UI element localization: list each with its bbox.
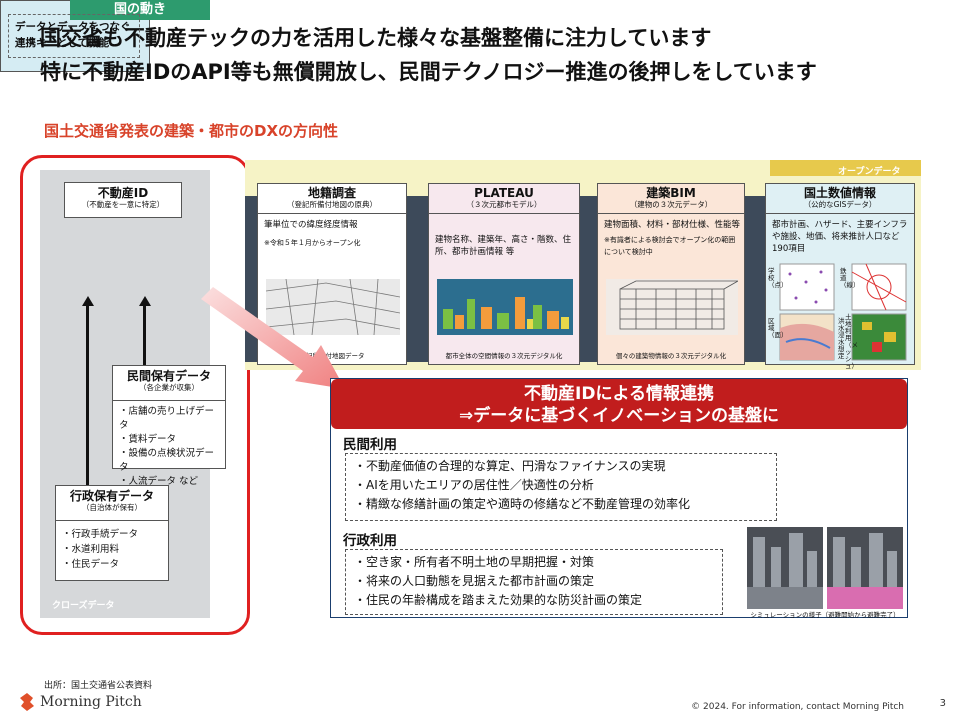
list-item: ・賃料データ	[119, 434, 177, 445]
arrow-gyosei-up	[86, 305, 89, 485]
bim-body: 建物面積、材料・部材仕様、性能等 ※有識者による検討会でオープン化の範囲について…	[604, 219, 740, 258]
chiseki-body: 筆単位での緯度経度情報 ※令和５年１月からオープン化	[264, 219, 402, 249]
minkan-data-title: 民間保有データ	[126, 369, 211, 383]
gyosei-data-list: ・行政手続データ ・水道利用料 ・住民データ	[55, 521, 169, 581]
result-header: 不動産IDによる情報連携 ⇒データに基づくイノベーションの基盤に	[331, 379, 907, 429]
result-header-line1: 不動産IDによる情報連携	[524, 384, 714, 404]
minkan-data-sub: （各企業が収集）	[139, 383, 199, 392]
chiseki-card: 地籍調査 （登記所備付地図の原典） 筆単位での緯度経度情報 ※令和５年１月からオ…	[257, 183, 407, 365]
fudosan-id-sub: （不動産を一意に特定）	[81, 200, 165, 209]
arrow-minkan-head	[138, 296, 151, 306]
plateau-card: PLATEAU （３次元都市モデル） 建物名称、建築年、高さ・階数、住所、都市計…	[428, 183, 580, 365]
kokudo-map-label-4: 洪水浸水想定	[838, 317, 845, 360]
bim-connector	[580, 196, 597, 362]
arrow-minkan-up	[143, 305, 146, 365]
link-key-line1: データとデータをつなぐ	[15, 21, 131, 33]
list-item: ・水道利用料	[62, 544, 120, 555]
gyosei-data-title: 行政保有データ	[69, 489, 154, 503]
section-tag: 国の動き	[70, 0, 210, 20]
bim-caption: 個々の建築物情報の３次元デジタル化	[615, 352, 727, 360]
link-key-text: データとデータをつなぐ 連携キーとして機能	[8, 14, 140, 58]
gyosei-use-title: 行政利用	[343, 533, 397, 549]
kokudo-title: 国土数値情報	[803, 186, 876, 200]
source-note: 出所：国土交通省公表資料	[44, 681, 153, 691]
gyosei-data-sub: （自治体が保有）	[82, 503, 142, 512]
list-item: ・AIを用いたエリアの居住性／快適性の分析	[354, 478, 594, 492]
gyosei-use-list: ・空き家・所有者不明土地の早期把握・対策 ・将来の人口動態を見据えた都市計画の策…	[345, 549, 723, 615]
minkan-use-title: 民間利用	[343, 437, 397, 453]
evacuation-simulation-image	[747, 527, 903, 609]
list-item: ・行政手続データ	[62, 529, 139, 540]
pink-link-arrow	[201, 287, 345, 389]
gyosei-data-box: 行政保有データ （自治体が保有）	[55, 485, 169, 521]
plateau-title: PLATEAU	[474, 186, 534, 200]
open-data-band	[770, 160, 921, 176]
list-item: ・設備の点検状況データ	[119, 448, 215, 473]
bim-card-header: 建築BIM （建物の３次元データ）	[598, 184, 744, 214]
gis-maps-image	[779, 263, 907, 361]
minkan-data-box: 民間保有データ （各企業が収集）	[112, 365, 226, 401]
city-model-image	[437, 279, 573, 335]
headline-line2: 特に不動産IDのAPI等も無償開放し、民間テクノロジー推進の後押しをしています	[40, 60, 817, 84]
chiseki-card-header: 地籍調査 （登記所備付地図の原典）	[258, 184, 406, 214]
plateau-caption: 都市全体の空間情報の３次元デジタル化	[445, 352, 563, 360]
kokudo-card: 国土数値情報 （公的なGISデータ） 都市計画、ハザード、主要インフラや施設、地…	[765, 183, 915, 370]
chiseki-sub: （登記所備付地図の原典）	[287, 200, 377, 209]
chiseki-body-text: 筆単位での緯度経度情報	[264, 220, 358, 230]
bim-title: 建築BIM	[646, 186, 696, 200]
simulation-caption: シミュレーションの様子（避難開始から避難完了）	[750, 611, 900, 619]
list-item: ・店舗の売り上げデータ	[119, 406, 215, 431]
morning-pitch-logo-icon	[20, 693, 34, 711]
cadastral-map-image	[266, 279, 400, 335]
closed-data-label: クローズデータ	[52, 601, 115, 611]
kokudo-sub: （公的なGISデータ）	[803, 200, 877, 209]
chiseki-title: 地籍調査	[307, 186, 356, 200]
minkan-data-list: ・店舗の売り上げデータ ・賃料データ ・設備の点検状況データ ・人流データ など	[112, 401, 226, 487]
fudosan-id-title: 不動産ID	[97, 186, 149, 200]
minkan-use-list: ・不動産価値の合理的な算定、円滑なファイナンスの実現 ・AIを用いたエリアの居住…	[345, 453, 777, 521]
list-item: ・空き家・所有者不明土地の早期把握・対策	[354, 555, 595, 569]
headline-line1: 国交省も不動産テックの力を活用した様々な基盤整備に注力しています	[40, 26, 712, 50]
fudosan-id-box: 不動産ID （不動産を一意に特定）	[64, 182, 182, 218]
arrow-gyosei-head	[81, 296, 94, 306]
chiseki-caption: 登記所備付地図データ	[299, 352, 365, 360]
building-bim-image	[606, 279, 738, 335]
kokudo-map-label-1: 学校（点）	[768, 267, 788, 289]
list-item: ・住民データ	[62, 559, 120, 570]
kokudo-map-label-5: 土地利用（メッシュ）	[845, 313, 858, 370]
list-item: ・人流データ など	[119, 476, 199, 487]
bim-body-text: 建物面積、材料・部材仕様、性能等	[604, 220, 741, 230]
list-item: ・精緻な修繕計画の策定や適時の修繕など不動産管理の効率化	[354, 497, 691, 511]
link-key-box: データとデータをつなぐ 連携キーとして機能	[0, 0, 150, 72]
plateau-body: 建物名称、建築年、高さ・階数、住所、都市計画情報 等	[435, 235, 572, 257]
link-key-line2: 連携キーとして機能	[15, 37, 110, 49]
page-number: 3	[939, 698, 946, 709]
kokudo-card-header: 国土数値情報 （公的なGISデータ）	[766, 184, 914, 214]
plateau-connector	[407, 196, 428, 362]
company-logo: Morning Pitch	[18, 692, 142, 712]
bim-note: ※有識者による検討会でオープン化の範囲について検討中	[604, 236, 736, 256]
subheading: 国土交通省発表の建築・都市のDXの方向性	[44, 122, 339, 140]
list-item: ・住民の年齢構成を踏まえた効果的な防災計画の策定	[354, 593, 643, 607]
list-item: ・不動産価値の合理的な算定、円滑なファイナンスの実現	[354, 459, 666, 473]
result-header-line2: ⇒データに基づくイノベーションの基盤に	[459, 406, 779, 426]
kokudo-map-label-3: 区域（面）	[768, 317, 788, 339]
logo-text: Morning Pitch	[40, 694, 142, 710]
plateau-card-header: PLATEAU （３次元都市モデル）	[429, 184, 579, 214]
result-panel: 不動産IDによる情報連携 ⇒データに基づくイノベーションの基盤に 民間利用 ・不…	[330, 378, 908, 619]
chiseki-note: ※令和５年１月からオープン化	[264, 239, 361, 247]
list-item: ・将来の人口動態を見据えた都市計画の策定	[354, 574, 595, 588]
closed-data-highlight-frame	[20, 155, 250, 635]
bim-sub: （建物の３次元データ）	[629, 200, 713, 209]
open-data-label: オープンデータ	[838, 167, 901, 177]
kokudo-body: 都市計画、ハザード、主要インフラや施設、地価、将来推計人口など190項目	[772, 220, 908, 254]
kokudo-map-label-2: 鉄道（線）	[840, 267, 860, 289]
bim-card: 建築BIM （建物の３次元データ） 建物面積、材料・部材仕様、性能等 ※有識者に…	[597, 183, 745, 365]
copyright: © 2024. For information, contact Morning…	[691, 702, 904, 712]
plateau-sub: （３次元都市モデル）	[466, 200, 542, 209]
kokudo-connector	[745, 196, 765, 362]
